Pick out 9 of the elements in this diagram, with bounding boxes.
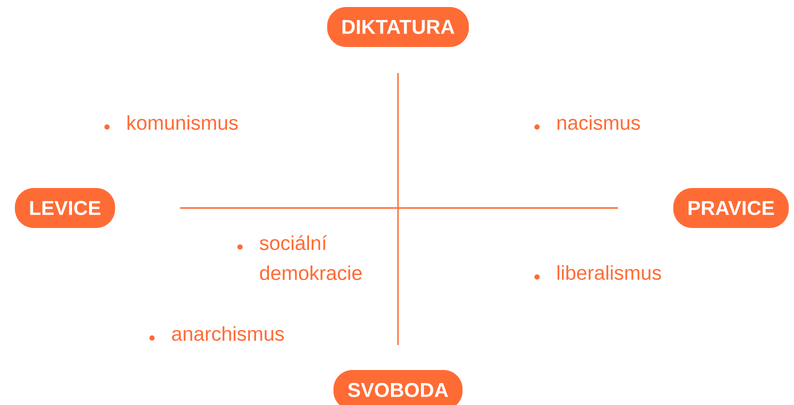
pill-label: PRAVICE bbox=[673, 188, 789, 228]
pill-label: SVOBODA bbox=[333, 370, 463, 405]
pill-label: LEVICE bbox=[14, 188, 116, 228]
bullet-item: nacismus bbox=[534, 115, 640, 130]
bullet-item: sociální demokracie bbox=[237, 235, 362, 280]
bullet-item: liberalismus bbox=[534, 265, 662, 280]
bullet-item: komunismus bbox=[104, 115, 238, 130]
bullet-item: anarchismus bbox=[149, 326, 284, 341]
pill-label: DIKTATURA bbox=[327, 7, 469, 47]
